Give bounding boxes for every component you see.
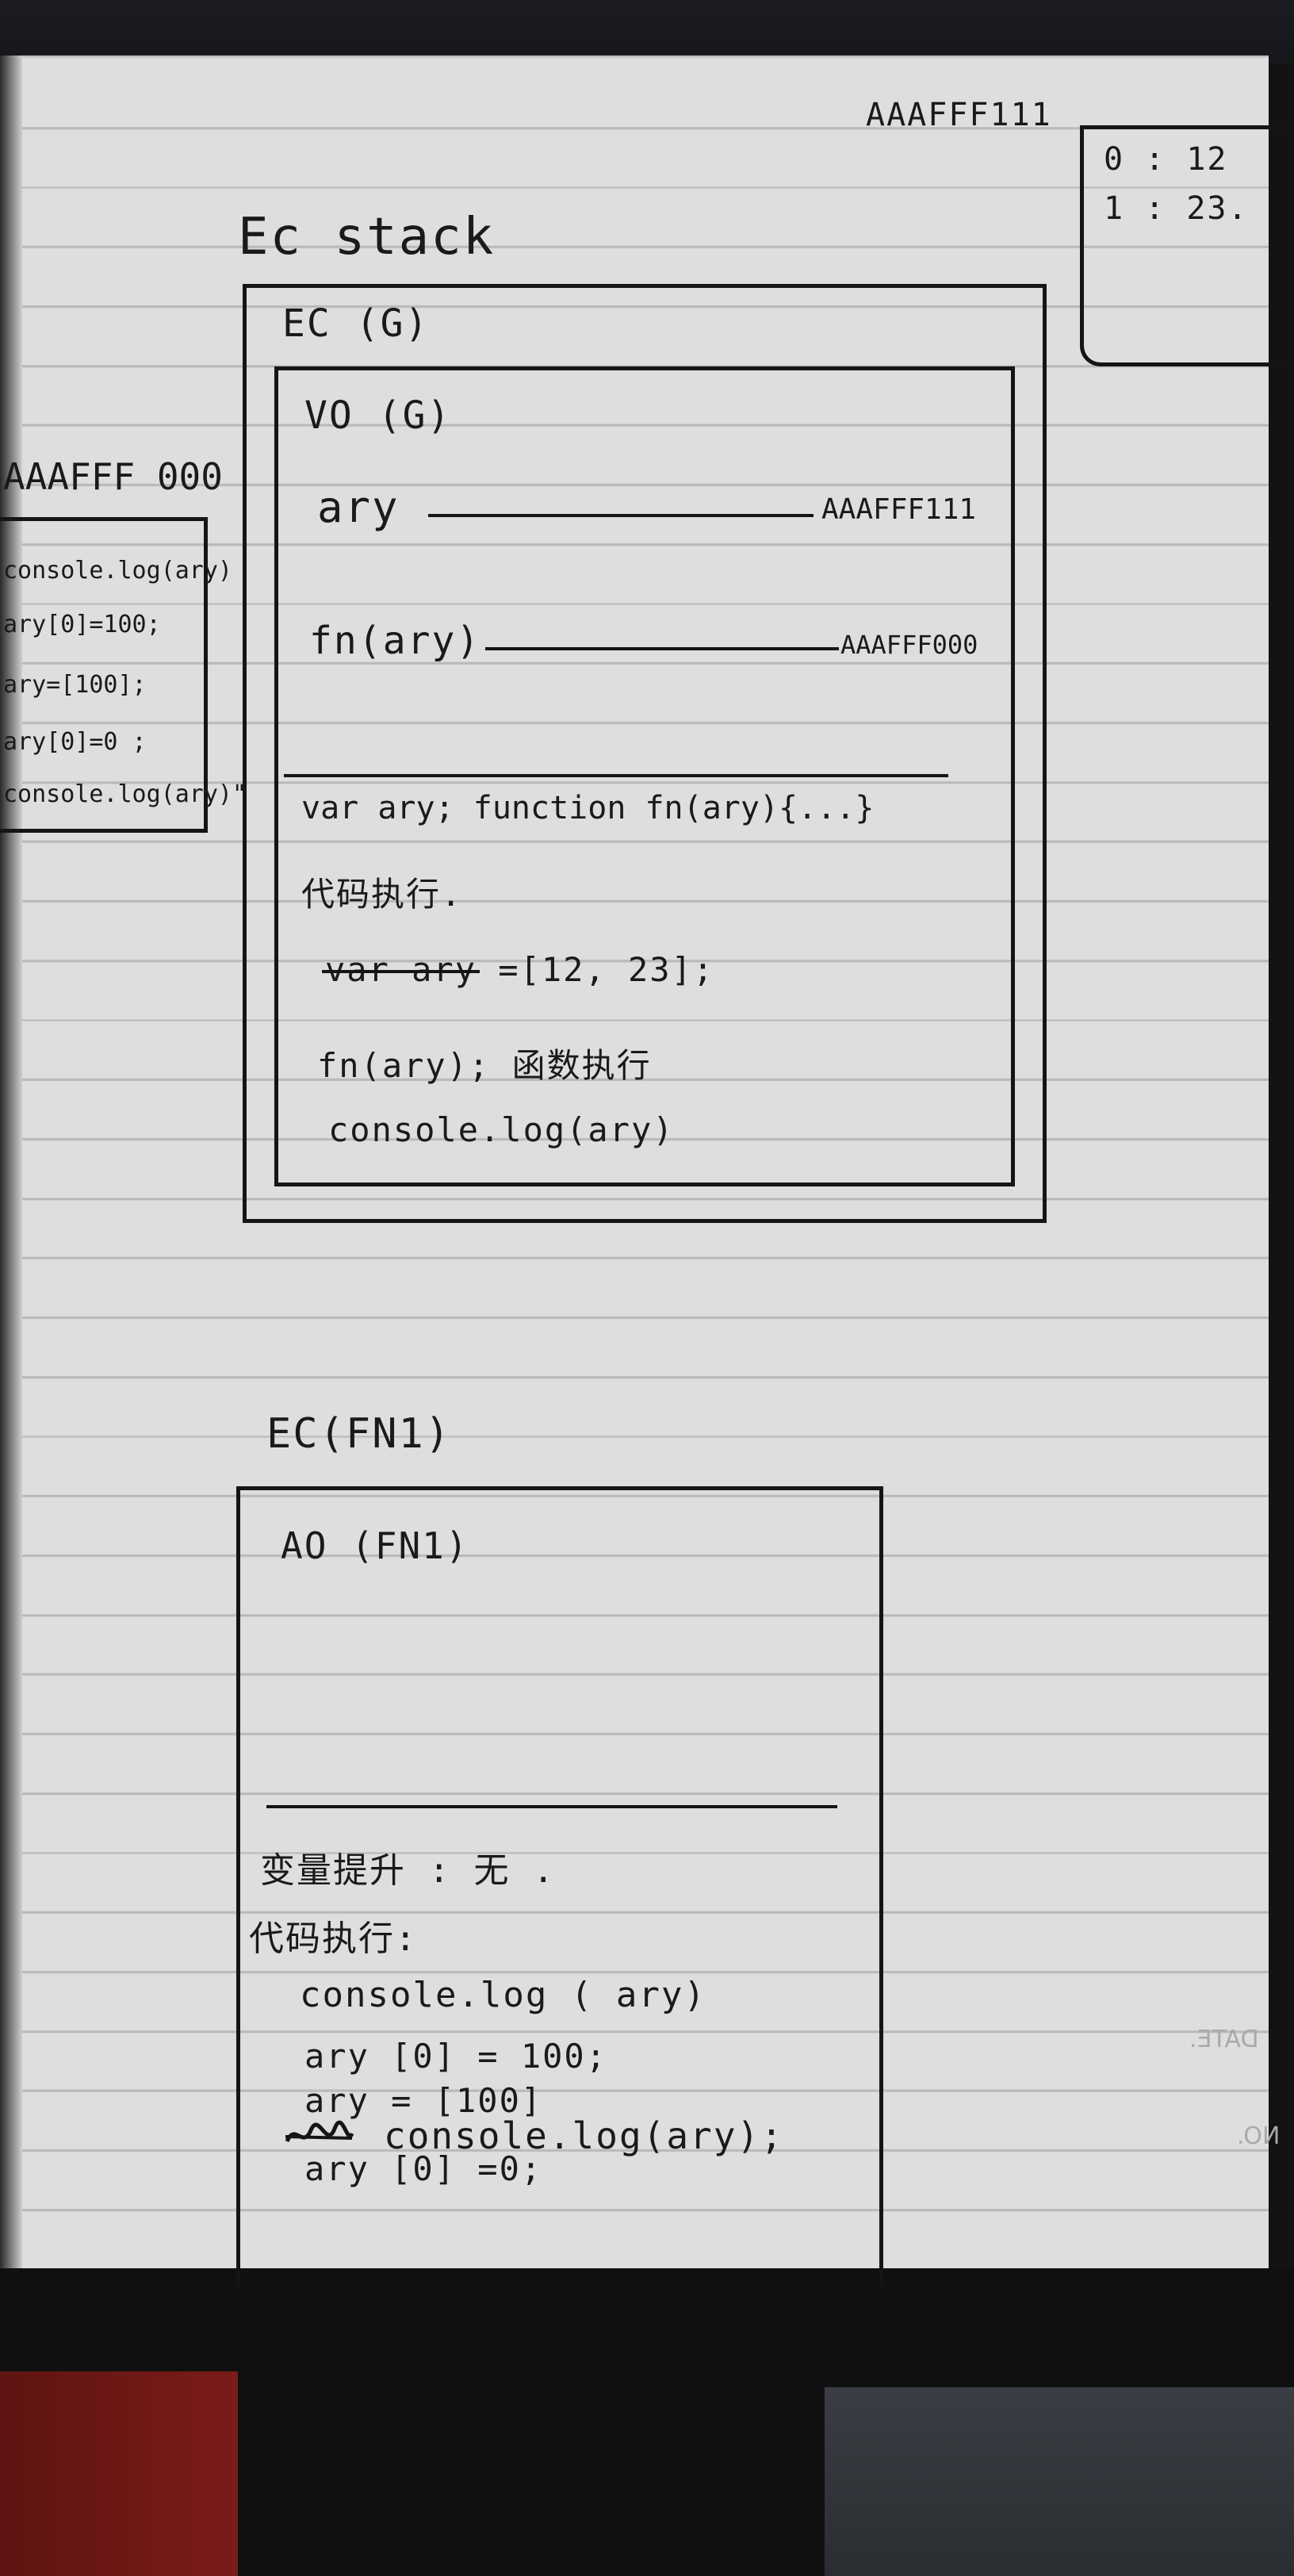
assign-line: var ary =[12, 23]; (321, 950, 715, 989)
section-divider (284, 774, 948, 777)
ec-g-label: EC (G) (282, 301, 430, 346)
left-box-line: console.log(ary)" (3, 780, 247, 808)
left-box-line: ary[0]=100; (3, 611, 161, 638)
left-box-line: ary=[100]; (3, 671, 147, 699)
log-line: console.log(ary) (328, 1110, 675, 1149)
pointer-line (428, 514, 814, 517)
vo-label: VO (G) (304, 393, 452, 438)
hoist-line: var ary; function fn(ary){...} (301, 790, 875, 826)
pointer-line (485, 647, 839, 650)
fn1-code-line: ary [0] =0; (304, 2149, 543, 2188)
struck-text: var ary (321, 950, 480, 989)
faint-date-mark: DATE. (1189, 2026, 1259, 2053)
left-box-line: ary[0]=0 ; (3, 728, 147, 756)
red-object (0, 2371, 238, 2576)
call-line: fn(ary); 函数执行 (317, 1046, 652, 1085)
vo-row-address: AAAFFF111 (821, 493, 977, 526)
page-spine (0, 56, 22, 2268)
vo-row-name: fn(ary) (309, 619, 481, 663)
ec-g-box (274, 366, 1015, 1186)
corner-box-line: 0 : 12 (1104, 141, 1228, 178)
fn1-code-line: ary [0] = 100; (304, 2037, 608, 2076)
fn1-code-line: ary = [100] (304, 2081, 543, 2120)
corner-address: AAAFFF111 (866, 97, 1052, 133)
scribble-mark (285, 2120, 354, 2143)
ao-label: AO (FN1) (281, 1524, 469, 1567)
fn1-code-line: console.log ( ary) (300, 1975, 706, 2015)
fn1-exec-title: 代码执行: (249, 1919, 418, 1959)
fn1-code-line: console.log(ary); (384, 2114, 784, 2157)
corner-box (1080, 125, 1288, 366)
ec-stack-title: Ec stack (238, 208, 496, 266)
ec-stack-box (243, 284, 1047, 1223)
fn1-hoist-line: 变量提升 : 无 . (260, 1850, 556, 1891)
grey-object (825, 2387, 1294, 2576)
left-box-line: console.log(ary) (3, 557, 232, 585)
exec-title: 代码执行. (301, 875, 463, 914)
section-divider (266, 1805, 837, 1808)
assign-rest: =[12, 23]; (477, 950, 715, 989)
ec-fn1-box (236, 1486, 883, 2287)
vo-row-name: ary (317, 482, 400, 532)
vo-row-address: AAAFFF000 (840, 630, 978, 660)
left-heap-box (0, 517, 208, 833)
left-address: AAAFFF 000 (3, 455, 223, 498)
notebook-page (0, 56, 1269, 2268)
corner-box-line: 1 : 23. (1104, 190, 1249, 227)
ec-fn1-label: EC(FN1) (266, 1410, 452, 1458)
faint-no-mark: NO. (1237, 2122, 1281, 2150)
background-top (0, 0, 1294, 63)
